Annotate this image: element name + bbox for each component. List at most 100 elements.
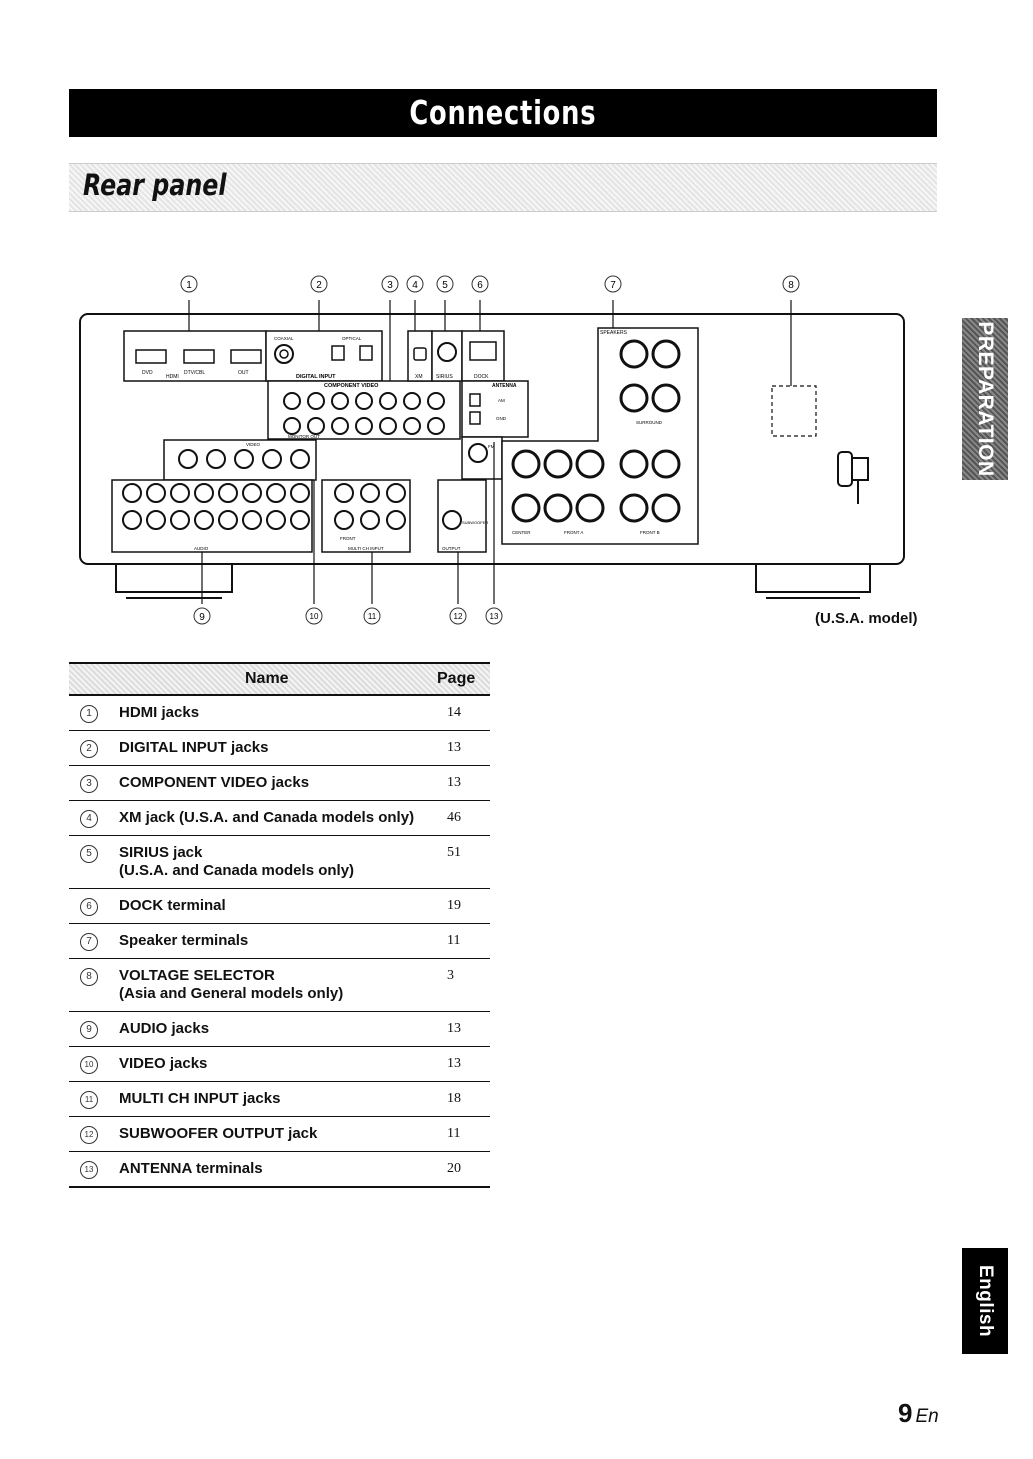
row-number: 13 <box>80 1161 98 1179</box>
callout-2 <box>310 275 328 293</box>
row-name-line: HDMI jacks <box>119 704 200 721</box>
top-callouts: 1 2 3 4 5 6 7 8 <box>180 275 800 293</box>
optical-jack-1 <box>331 345 345 361</box>
bottom-leader-lines <box>201 442 495 604</box>
page-title-banner: Connections <box>69 89 937 137</box>
row-name-line: Speaker terminals <box>119 932 249 949</box>
label-component-video: COMPONENT VIDEO <box>324 383 379 389</box>
side-tab-english-label: English <box>975 1264 996 1338</box>
label-coaxial: COAXIAL <box>274 336 294 341</box>
rear-panel-diagram: DVD HDMI DTV/CBL OUT COAXIAL OPTICAL DIG… <box>78 268 918 658</box>
callout-10 <box>305 607 323 625</box>
row-page: 19 <box>447 898 461 913</box>
row-name-line: DOCK terminal <box>119 897 226 914</box>
label-output: OUTPUT <box>442 546 461 551</box>
label-antenna: ANTENNA <box>492 383 517 389</box>
row-number: 11 <box>80 1091 98 1109</box>
right-foot <box>755 564 871 593</box>
label-surround: SURROUND <box>636 420 663 425</box>
label-hdmi-dvd: DVD <box>142 370 153 376</box>
hdmi-dtv-jack <box>183 349 215 364</box>
table-row: 12 SUBWOOFER OUTPUT jack 11 <box>69 1117 490 1152</box>
label-front: FRONT <box>340 536 356 541</box>
row-name-note: (Asia and General models only) <box>119 985 344 1002</box>
row-name-line: SIRIUS jack <box>119 844 203 861</box>
row-name: COMPONENT VIDEO jacks <box>119 774 439 792</box>
header-name: Name <box>245 670 289 687</box>
row-name-line: XM jack (U.S.A. and Canada models only) <box>119 809 415 826</box>
component-video-jacks <box>283 392 445 435</box>
callout-11 <box>363 607 381 625</box>
label-speakers: SPEAKERS <box>600 330 628 336</box>
label-fm: FM <box>488 444 495 449</box>
callout-8 <box>782 275 800 293</box>
row-page: 18 <box>447 1091 461 1106</box>
callout-9 <box>193 607 211 625</box>
callout-12-num: 12 <box>454 612 463 621</box>
hdmi-dvd-jack <box>135 349 167 364</box>
label-hdmi-out: OUT <box>238 370 249 376</box>
label-hdmi-dtv: DTV/CBL <box>184 370 205 376</box>
callout-10-num: 10 <box>310 612 319 621</box>
row-page: 46 <box>447 810 461 825</box>
callout-13 <box>485 607 503 625</box>
callout-4 <box>406 275 424 293</box>
page-language: En <box>915 1406 939 1427</box>
table-row: 9 AUDIO jacks 13 <box>69 1012 490 1047</box>
hdmi-out-jack <box>230 349 262 364</box>
row-page: 13 <box>447 1021 461 1036</box>
label-optical: OPTICAL <box>342 336 362 341</box>
row-number: 9 <box>80 1021 98 1039</box>
row-page: 11 <box>447 1126 461 1141</box>
callout-6 <box>471 275 489 293</box>
label-video: VIDEO <box>246 442 261 447</box>
subwoofer-jack <box>442 510 462 530</box>
audio-jacks <box>122 483 310 530</box>
antenna-block <box>461 380 529 438</box>
callout-3-num: 3 <box>387 280 393 291</box>
optical-jack-2 <box>359 345 373 361</box>
top-leader-lines <box>188 300 792 386</box>
video-jacks <box>178 449 310 469</box>
callout-3 <box>381 275 399 293</box>
row-name: ANTENNA terminals <box>119 1160 439 1178</box>
side-tab-english: English <box>962 1248 1008 1354</box>
section-title: Rear panel <box>83 168 227 202</box>
label-gnd: GND <box>496 416 507 421</box>
row-number: 10 <box>80 1056 98 1074</box>
row-page: 51 <box>447 845 461 860</box>
left-foot <box>115 564 233 593</box>
label-monitor-out: MONITOR OUT <box>288 434 320 439</box>
xm-jack <box>413 347 427 361</box>
row-number: 12 <box>80 1126 98 1144</box>
page-number-value: 9 <box>898 1398 913 1428</box>
callout-9-num: 9 <box>199 612 205 623</box>
label-multi-ch-input: MULTI CH INPUT <box>348 546 384 551</box>
row-name: AUDIO jacks <box>119 1020 439 1038</box>
label-center: CENTER <box>512 530 531 535</box>
row-name-line: ANTENNA terminals <box>119 1160 263 1177</box>
label-am: AM <box>498 398 505 403</box>
table-row: 11 MULTI CH INPUT jacks 18 <box>69 1082 490 1117</box>
row-number: 1 <box>80 705 98 723</box>
row-name-line: VOLTAGE SELECTOR <box>119 967 275 984</box>
row-name: VOLTAGE SELECTOR(Asia and General models… <box>119 967 439 1003</box>
label-sirius: SIRIUS <box>436 374 453 380</box>
row-name-line: SUBWOOFER OUTPUT jack <box>119 1125 318 1142</box>
row-name-line: MULTI CH INPUT jacks <box>119 1090 281 1107</box>
callout-1-num: 1 <box>186 280 192 291</box>
header-page: Page <box>437 670 476 687</box>
sirius-jack <box>437 342 457 362</box>
label-front-a: FRONT A <box>564 530 583 535</box>
label-digital-input: DIGITAL INPUT <box>296 374 336 380</box>
row-name-line: DIGITAL INPUT jacks <box>119 739 269 756</box>
